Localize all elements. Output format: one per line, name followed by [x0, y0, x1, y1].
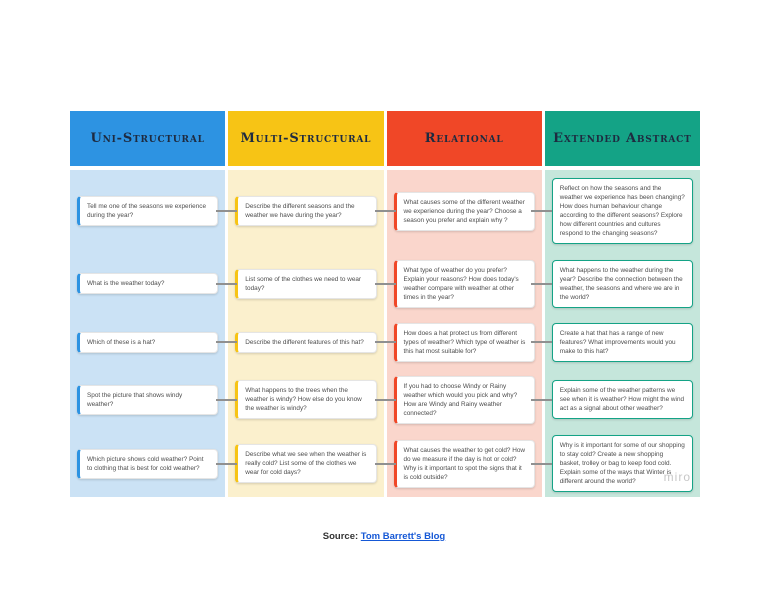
column-extended-abstract: Extended Abstract Reflect on how the sea… — [530, 111, 700, 497]
question-card: What type of weather do you prefer? Expl… — [374, 259, 535, 308]
question-card: What happens to the weather during the y… — [530, 259, 693, 308]
question-card: Why is it important for some of our shop… — [530, 435, 693, 492]
grid-cell: Describe the different features of this … — [216, 315, 383, 369]
grid-cell: Reflect on how the seasons and the weath… — [530, 170, 700, 252]
source-link[interactable]: Tom Barrett's Blog — [360, 531, 446, 542]
grid-cell: Spot the picture that shows windy weathe… — [70, 369, 225, 430]
grid-cell: Why is it important for some of our shop… — [530, 430, 700, 497]
question-card: How does a hat protect us from different… — [374, 322, 535, 362]
question-card: Create a hat that has a range of new fea… — [530, 322, 693, 362]
column-body: What causes some of the different weathe… — [374, 170, 542, 497]
column-body: Describe the different seasons and the w… — [216, 170, 384, 497]
grid-cell: What happens to the trees when the weath… — [216, 369, 383, 430]
grid-cell: Describe what we see when the weather is… — [216, 430, 383, 497]
column-uni-structural: Uni-Structural Tell me one of the season… — [70, 111, 226, 497]
source-label: Source: — [322, 531, 359, 542]
grid-cell: Tell me one of the seasons we experience… — [70, 170, 225, 252]
question-card: What happens to the trees when the weath… — [216, 380, 377, 419]
column-header-uni-structural: Uni-Structural — [70, 111, 226, 166]
grid-cell: What happens to the weather during the y… — [530, 252, 700, 315]
grid-cell: If you had to choose Windy or Rainy weat… — [374, 369, 542, 430]
source-line: Source: Tom Barrett's Blog — [0, 531, 768, 542]
column-body: Reflect on how the seasons and the weath… — [530, 170, 700, 497]
grid-cell: What causes some of the different weathe… — [374, 170, 542, 252]
grid-cell: What is the weather today? — [70, 252, 225, 315]
question-card: What causes some of the different weathe… — [374, 191, 535, 231]
column-header-relational: Relational — [386, 111, 542, 166]
question-card: What causes the weather to get cold? How… — [374, 439, 535, 488]
grid-cell: Which of these is a hat? — [70, 315, 225, 369]
grid-cell: What causes the weather to get cold? How… — [374, 430, 542, 497]
grid-cell: List some of the clothes we need to wear… — [216, 252, 383, 315]
question-card: Describe what we see when the weather is… — [216, 444, 377, 483]
column-body: Tell me one of the seasons we experience… — [70, 170, 226, 497]
question-card: Describe the different features of this … — [216, 331, 377, 353]
question-card: Describe the different seasons and the w… — [216, 196, 377, 226]
question-card: List some of the clothes we need to wear… — [216, 268, 377, 299]
grid-cell: What type of weather do you prefer? Expl… — [374, 252, 542, 315]
grid-cell: Which picture shows cold weather? Point … — [70, 430, 225, 497]
column-relational: Relational What causes some of the diffe… — [374, 111, 542, 497]
question-card: Spot the picture that shows windy weathe… — [77, 384, 219, 415]
column-multi-structural: Multi-Structural Describe the different … — [216, 111, 384, 497]
solo-taxonomy-board: Uni-Structural Tell me one of the season… — [70, 111, 700, 497]
column-header-multi-structural: Multi-Structural — [228, 111, 384, 166]
column-header-extended-abstract: Extended Abstract — [544, 111, 700, 166]
grid-cell: Describe the different seasons and the w… — [216, 170, 383, 252]
grid-cell: Explain some of the weather patterns we … — [530, 369, 700, 430]
question-card: What is the weather today? — [77, 273, 219, 294]
question-card: Tell me one of the seasons we experience… — [77, 196, 219, 226]
grid-cell: How does a hat protect us from different… — [374, 315, 542, 369]
grid-cell: Create a hat that has a range of new fea… — [530, 315, 700, 369]
question-card: Reflect on how the seasons and the weath… — [530, 178, 693, 244]
question-card: Which of these is a hat? — [77, 331, 219, 353]
question-card: Which picture shows cold weather? Point … — [77, 448, 219, 479]
question-card: Explain some of the weather patterns we … — [530, 380, 693, 419]
question-card: If you had to choose Windy or Rainy weat… — [374, 375, 535, 424]
miro-watermark: miro — [663, 470, 691, 484]
